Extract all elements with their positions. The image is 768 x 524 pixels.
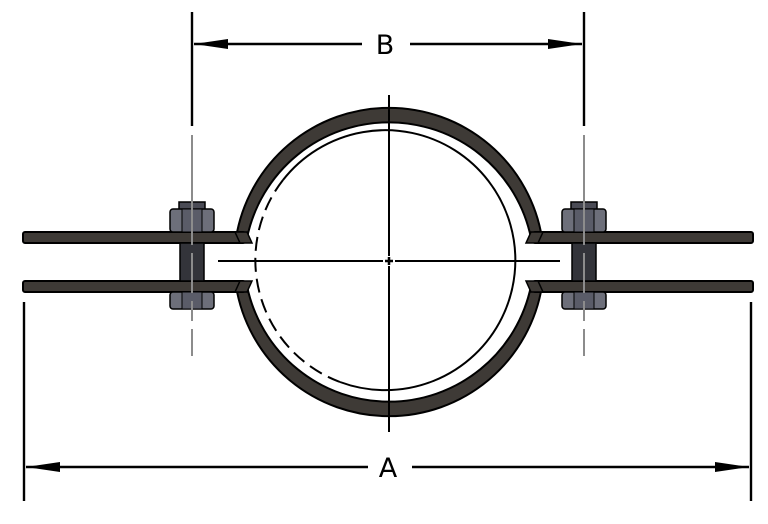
dimension-label-b: B — [376, 30, 395, 61]
dimension-label-a: A — [379, 453, 398, 484]
dimension-b: B — [190, 12, 586, 126]
flanges — [22, 231, 754, 293]
flange-bend-right-lower — [524, 280, 545, 293]
flange-left-upper — [22, 231, 246, 244]
dimension-a: A — [22, 302, 753, 501]
flange-bend-right-upper — [524, 231, 545, 244]
flange-right-upper — [532, 231, 754, 244]
flange-bend-left-upper — [233, 231, 254, 244]
bolt-right — [561, 135, 607, 356]
pipe-outline — [254, 129, 517, 392]
bolt-left — [169, 135, 215, 356]
flange-bend-left-lower — [233, 280, 254, 293]
pipe-outline-hidden — [254, 179, 341, 383]
pipe-outline-solid — [282, 129, 517, 392]
flange-left-lower — [22, 280, 246, 293]
centerlines — [218, 95, 560, 432]
nut-left-bottom — [169, 291, 215, 310]
flange-right-lower — [532, 280, 754, 293]
